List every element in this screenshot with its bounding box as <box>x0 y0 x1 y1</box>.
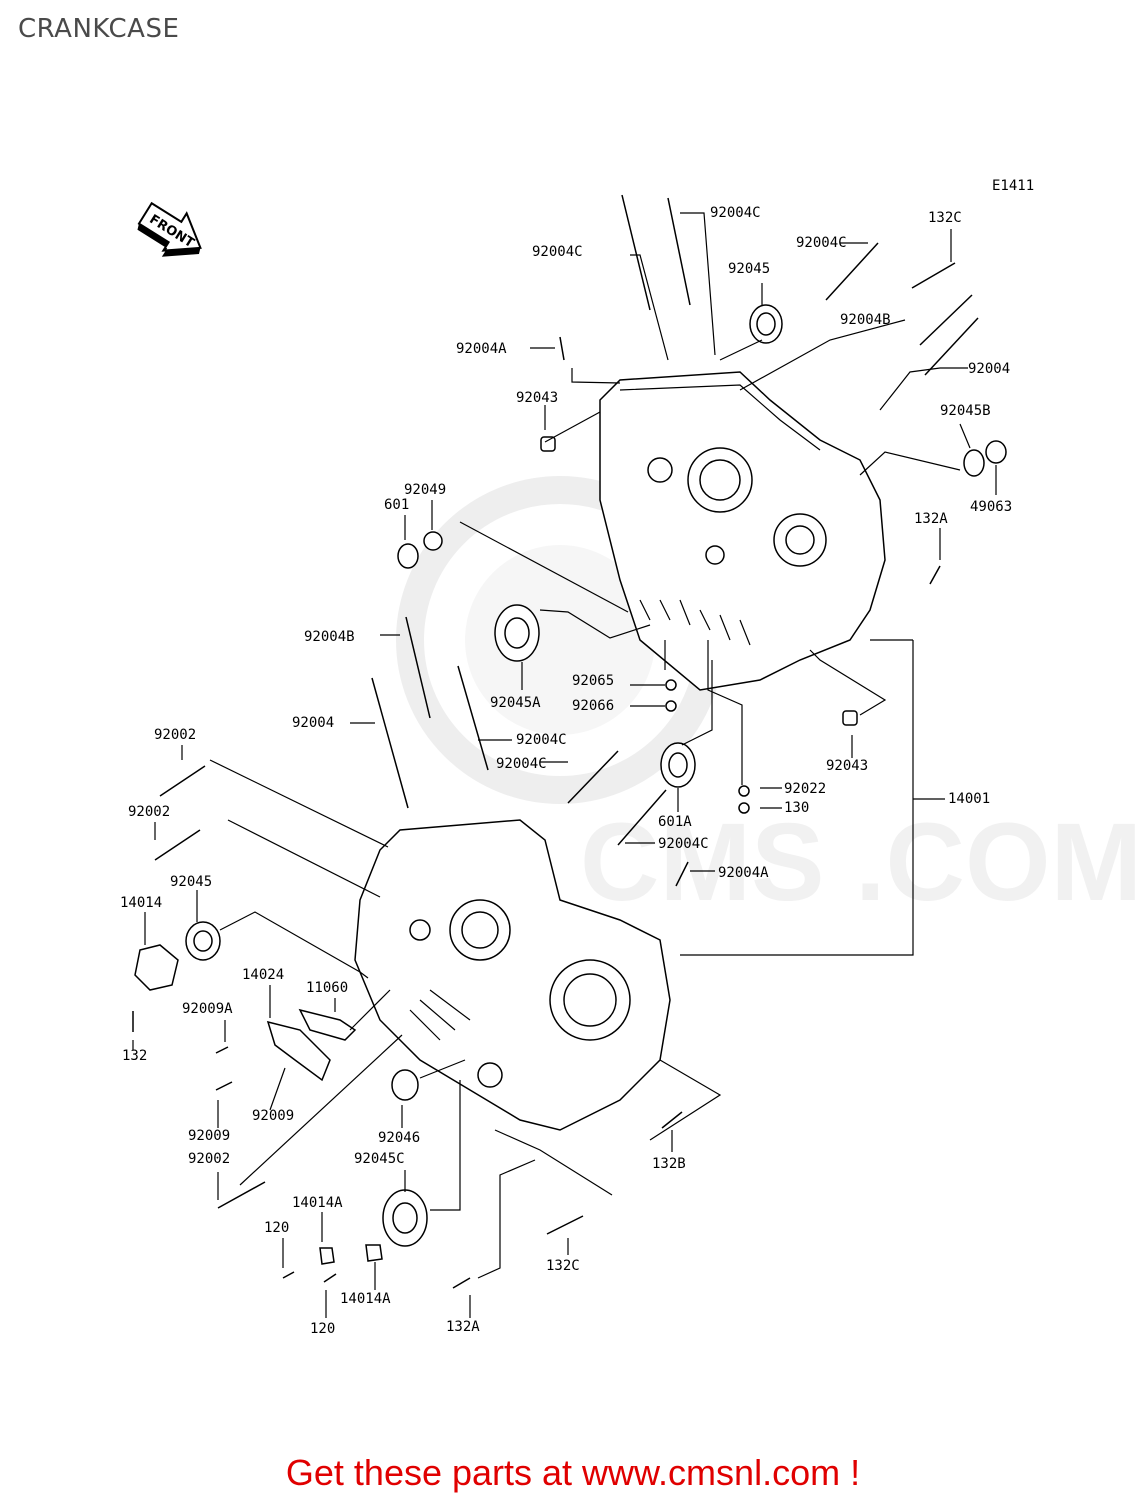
part-label-92004C_c[interactable]: 92004C <box>796 235 847 251</box>
part-label-14024[interactable]: 14024 <box>242 967 284 983</box>
part-label-601[interactable]: 601 <box>384 497 409 513</box>
part-labels: 92004C 92004C 92004C 132C 92045 92004B 92004A 9… <box>120 205 1012 1337</box>
page-title: CRANKCASE <box>18 14 180 44</box>
part-label-130[interactable]: 130 <box>784 800 809 816</box>
watermark-text: CMS .COM <box>580 801 1142 924</box>
part-label-92045_top[interactable]: 92045 <box>728 261 770 277</box>
part-label-49063[interactable]: 49063 <box>970 499 1012 515</box>
part-label-120_a[interactable]: 120 <box>264 1220 289 1236</box>
part-label-92004C_a[interactable]: 92004C <box>710 205 761 221</box>
upper-crankcase <box>599 371 886 691</box>
part-label-92009A[interactable]: 92009A <box>182 1001 233 1017</box>
lower-crankcase <box>354 819 671 1131</box>
front-arrow-icon: FRONT <box>137 201 202 257</box>
part-label-132C_bot[interactable]: 132C <box>546 1258 580 1274</box>
part-label-92004A_mid[interactable]: 92004A <box>718 865 769 881</box>
bearings <box>185 304 1007 1247</box>
part-label-92004B_top[interactable]: 92004B <box>840 312 891 328</box>
part-label-92004C_d[interactable]: 92004C <box>516 732 567 748</box>
part-label-92045A[interactable]: 92045A <box>490 695 541 711</box>
part-label-14014A_a[interactable]: 14014A <box>292 1195 343 1211</box>
part-label-92004A_top[interactable]: 92004A <box>456 341 507 357</box>
part-label-92046[interactable]: 92046 <box>378 1130 420 1146</box>
part-label-92045C[interactable]: 92045C <box>354 1151 405 1167</box>
studs <box>371 194 979 887</box>
part-label-92045_mid[interactable]: 92045 <box>170 874 212 890</box>
part-label-92009_b[interactable]: 92009 <box>188 1128 230 1144</box>
part-label-92045B[interactable]: 92045B <box>940 403 991 419</box>
part-label-11060[interactable]: 11060 <box>306 980 348 996</box>
part-label-132C_top[interactable]: 132C <box>928 210 962 226</box>
part-label-92043_mid[interactable]: 92043 <box>826 758 868 774</box>
part-label-132B[interactable]: 132B <box>652 1156 686 1172</box>
part-label-132_left[interactable]: 132 <box>122 1048 147 1064</box>
watermark: CMS .COM <box>396 476 1142 924</box>
bolts <box>132 262 956 1289</box>
part-label-132A_top[interactable]: 132A <box>914 511 948 527</box>
part-label-14014A_b[interactable]: 14014A <box>340 1291 391 1307</box>
brackets <box>134 944 383 1265</box>
part-label-92002_a[interactable]: 92002 <box>154 727 196 743</box>
part-label-92004_mid[interactable]: 92004 <box>292 715 334 731</box>
part-label-92004C_f[interactable]: 92004C <box>658 836 709 852</box>
part-label-92002_c[interactable]: 92002 <box>188 1151 230 1167</box>
diagram-code: E1411 <box>992 178 1034 194</box>
part-label-14001[interactable]: 14001 <box>948 791 990 807</box>
part-label-92004_top[interactable]: 92004 <box>968 361 1010 377</box>
part-label-92049[interactable]: 92049 <box>404 482 446 498</box>
part-label-92065[interactable]: 92065 <box>572 673 614 689</box>
part-label-92004C_b[interactable]: 92004C <box>532 244 583 260</box>
part-label-92004B_mid[interactable]: 92004B <box>304 629 355 645</box>
promo-link[interactable]: Get these parts at www.cmsnl.com ! <box>285 1452 861 1493</box>
part-label-120_b[interactable]: 120 <box>310 1321 335 1337</box>
part-label-92004C_e[interactable]: 92004C <box>496 756 547 772</box>
part-label-92009_a[interactable]: 92009 <box>252 1108 294 1124</box>
part-label-14014[interactable]: 14014 <box>120 895 162 911</box>
part-label-601A[interactable]: 601A <box>658 814 692 830</box>
leader-lines <box>132 212 997 1318</box>
part-label-92002_b[interactable]: 92002 <box>128 804 170 820</box>
part-label-132A_bot[interactable]: 132A <box>446 1319 480 1335</box>
part-label-92043_top[interactable]: 92043 <box>516 390 558 406</box>
part-label-92066[interactable]: 92066 <box>572 698 614 714</box>
part-label-92022[interactable]: 92022 <box>784 781 826 797</box>
